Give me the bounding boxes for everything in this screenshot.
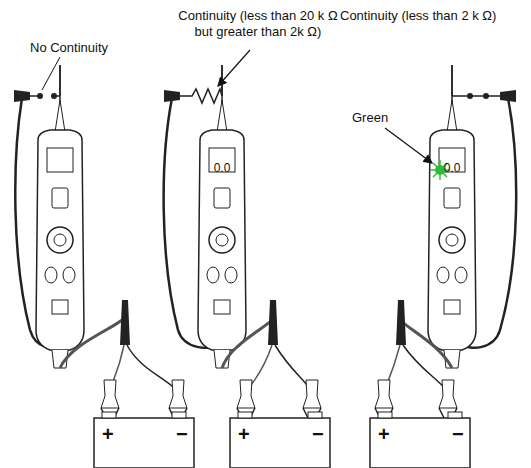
display-reading: 0.0 [444, 160, 461, 176]
callout-label: Green [352, 110, 388, 126]
terminal-sign: − [312, 424, 324, 444]
callout-label: Continuity (less than 2 k Ω) [340, 8, 496, 24]
callout-label: No Continuity [30, 40, 108, 56]
display-reading: 0.0 [214, 160, 231, 176]
terminal-sign: − [452, 424, 464, 444]
terminal-sign: + [102, 424, 114, 444]
terminal-sign: − [176, 424, 188, 444]
callout-label: Continuity (less than 20 k Ω but greater… [168, 8, 348, 40]
terminal-sign: + [238, 424, 250, 444]
terminal-sign: + [378, 424, 390, 444]
